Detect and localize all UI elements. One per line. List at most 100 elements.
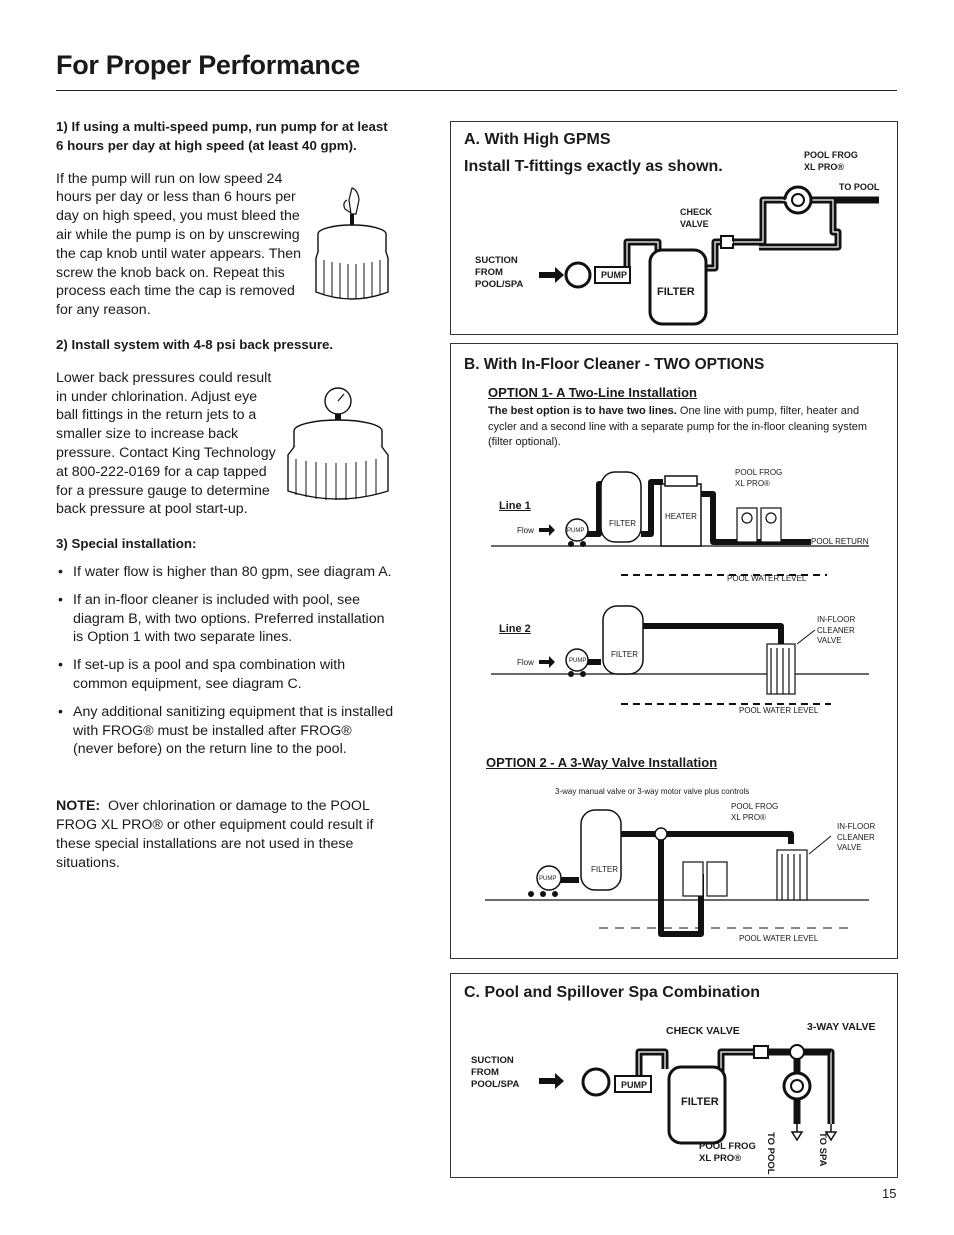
instructions-column: 1) If using a multi-speed pump, run pump…	[56, 118, 394, 872]
bullet: •	[58, 591, 63, 608]
label-filter: FILTER	[657, 286, 695, 298]
pool-frog-icon	[682, 861, 728, 897]
bullet: •	[58, 703, 63, 720]
note-label: NOTE:	[56, 798, 101, 815]
pump-icon	[565, 518, 589, 542]
option-1-title: OPTION 1- A Two-Line Installation	[488, 385, 697, 400]
heater-icon	[660, 483, 702, 547]
label-filter: FILTER	[611, 650, 638, 659]
filter-icon	[602, 605, 644, 675]
filter-icon	[600, 471, 642, 543]
check-valve-icon	[753, 1045, 769, 1059]
filter-icon	[648, 248, 708, 326]
section-1-heading: 1) If using a multi-speed pump, run pump…	[56, 119, 388, 153]
bleed-cap-illustration	[315, 186, 389, 300]
list-item-text: If set-up is a pool and spa combination …	[73, 657, 346, 692]
diagram-a-subtitle: Install T-fittings exactly as shown.	[464, 158, 723, 175]
list-item-text: If an in-floor cleaner is included with …	[73, 591, 385, 646]
section-1-body: If the pump will run on low speed 24 hou…	[56, 170, 302, 319]
title-divider	[56, 90, 897, 91]
pump-icon	[564, 261, 592, 289]
label-pool-water-level: POOL WATER LEVEL	[739, 706, 819, 715]
pump-icon	[536, 865, 562, 891]
option-1-description: The best option is to have two lines. On…	[488, 404, 883, 451]
special-installation-list: • If water flow is higher than 80 gpm, se…	[56, 563, 394, 759]
flow-arrow-icon	[539, 267, 564, 283]
option-2-title: OPTION 2 - A 3-Way Valve Installation	[486, 755, 718, 770]
note-paragraph: NOTE: Over chlorination or damage to the…	[56, 797, 394, 872]
label-pool-frog: POOL FROG XL PRO®	[699, 1141, 756, 1164]
filter-icon	[580, 809, 622, 891]
label-flow: Flow	[517, 526, 534, 535]
label-pump: PUMP	[539, 876, 557, 882]
list-item: • If an in-floor cleaner is included with…	[56, 591, 394, 647]
down-arrow-icon	[790, 1124, 804, 1142]
section-2-body-block: Lower back pressures could result in und…	[56, 369, 394, 519]
label-check-valve: CHECK VALVE	[680, 207, 713, 229]
diagram-b-title: B. With In-Floor Cleaner - TWO OPTIONS	[464, 356, 765, 373]
label-pool-frog: POOL FROG XL PRO®	[731, 802, 779, 822]
diagram-a-plumbing: → → →	[539, 185, 879, 326]
label-line-1: Line 1	[499, 500, 531, 512]
diagram-a-panel: A. With High GPMS Install T-fittings exa…	[450, 121, 898, 335]
diagram-b-panel: B. With In-Floor Cleaner - TWO OPTIONS O…	[450, 343, 898, 959]
note-body: Over chlorination or damage to the POOL …	[56, 798, 374, 871]
label-filter: FILTER	[591, 865, 618, 874]
diagram-c-panel: C. Pool and Spillover Spa Combination CH…	[450, 973, 898, 1178]
svg-text:→: →	[727, 238, 734, 247]
label-filter: FILTER	[681, 1096, 719, 1108]
page-title: For Proper Performance	[56, 50, 360, 80]
label-pump: PUMP	[569, 658, 587, 664]
label-three-way-valve: 3-WAY VALVE	[807, 1021, 876, 1033]
label-heater: HEATER	[665, 512, 697, 521]
flow-arrow-icon	[539, 524, 555, 536]
pump-icon	[581, 1067, 611, 1097]
diagram-a-title: A. With High GPMS	[464, 131, 611, 148]
infloor-cleaner-valve-icon	[766, 643, 796, 695]
label-infloor-valve: IN-FLOOR CLEANER VALVE	[837, 822, 876, 852]
label-line-2: Line 2	[499, 623, 531, 635]
label-check-valve: CHECK VALVE	[666, 1025, 740, 1037]
list-item-text: If water flow is higher than 80 gpm, see…	[73, 563, 392, 580]
diagram-c-plumbing	[539, 1044, 838, 1145]
section-2-body: Lower back pressures could result in und…	[56, 369, 276, 518]
list-item: • If set-up is a pool and spa combination…	[56, 656, 394, 694]
label-pump: PUMP	[567, 528, 585, 534]
pool-frog-icon	[736, 507, 782, 543]
label-pool-frog: POOL FROG XL PRO®	[804, 150, 858, 172]
label-pool-water-level: POOL WATER LEVEL	[727, 574, 807, 583]
label-to-pool: TO POOL	[765, 1132, 776, 1175]
filter-icon	[667, 1065, 727, 1145]
label-pool-frog: POOL FROG XL PRO®	[735, 468, 783, 488]
label-to-pool: TO POOL	[839, 182, 880, 192]
label-suction: SUCTION FROM POOL/SPA	[471, 1055, 520, 1090]
bullet: •	[58, 563, 63, 580]
page-number: 15	[882, 1186, 897, 1201]
pump-icon	[565, 648, 589, 672]
flow-arrow-icon	[539, 656, 555, 668]
label-infloor-valve: IN-FLOOR CLEANER VALVE	[817, 615, 856, 645]
section-3-heading: 3) Special installation:	[56, 536, 197, 552]
check-valve-icon	[720, 235, 734, 249]
option-2-caption: 3-way manual valve or 3-way motor valve …	[555, 787, 750, 796]
list-item: • Any additional sanitizing equipment tha…	[56, 703, 394, 759]
svg-text:→: →	[614, 238, 621, 247]
label-pump: PUMP	[621, 1080, 648, 1090]
label-suction: SUCTION FROM POOL/SPA	[475, 255, 524, 290]
section-1-body-block: If the pump will run on low speed 24 hou…	[56, 170, 394, 320]
pressure-gauge-cap-illustration	[287, 387, 389, 500]
diagram-c-title: C. Pool and Spillover Spa Combination	[464, 984, 761, 1001]
label-flow: Flow	[517, 658, 534, 667]
bullet: •	[58, 657, 63, 674]
label-pool-water-level: POOL WATER LEVEL	[739, 934, 819, 943]
diagram-b-plumbing	[485, 471, 869, 937]
section-2-heading: 2) Install system with 4-8 psi back pres…	[56, 336, 334, 352]
option-1-text: One line with pump, filter, heater and c…	[488, 405, 868, 448]
flow-arrow-icon	[539, 1073, 564, 1089]
list-item-text: Any additional sanitizing equipment that…	[73, 703, 394, 758]
label-pump: PUMP	[601, 270, 628, 280]
svg-text:→: →	[781, 196, 788, 205]
label-pool-return: POOL RETURN	[811, 537, 869, 546]
three-way-valve-icon	[654, 827, 668, 841]
down-arrow-icon	[824, 1124, 838, 1142]
